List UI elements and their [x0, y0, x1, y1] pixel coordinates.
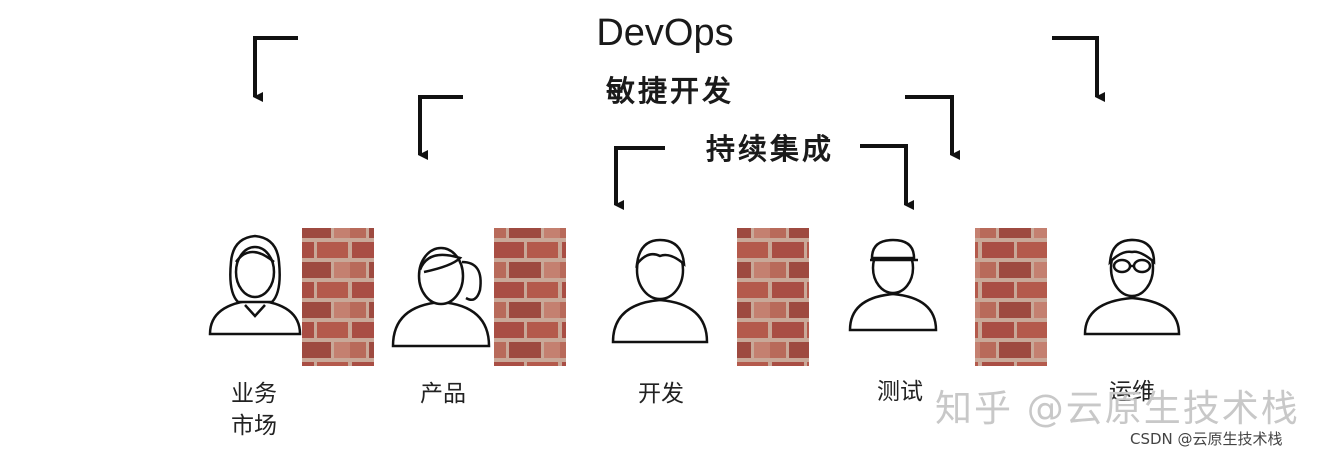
business-person-icon: [208, 234, 302, 336]
role-tester-label: 测试: [877, 379, 923, 405]
role-business-line1: 业务: [231, 381, 277, 407]
agile-right-arrow: [905, 95, 960, 160]
devops-left-arrow: [253, 36, 298, 102]
role-business-line2: 市场: [231, 413, 277, 439]
role-business-label: 业务 市场: [204, 378, 304, 442]
ci-right-arrow: [860, 144, 914, 210]
role-product-label: 产品: [420, 381, 466, 407]
role-ops-label: 运维: [1109, 379, 1155, 405]
operations-person-icon: [1083, 238, 1181, 336]
csdn-watermark: CSDN @云原生技术栈: [1130, 430, 1283, 448]
devops-right-arrow: [1052, 36, 1105, 102]
role-developer-label: 开发: [638, 381, 684, 407]
brick-wall-2: [494, 228, 566, 366]
ci-left-arrow: [614, 146, 665, 210]
agile-label: 敏捷开发: [605, 74, 734, 108]
brick-wall-3: [737, 228, 809, 366]
brick-wall-4: [975, 228, 1047, 366]
brick-wall-1: [302, 228, 374, 366]
agile-left-arrow: [418, 95, 463, 160]
developer-person-icon: [611, 238, 709, 344]
devops-title: DevOps: [596, 12, 734, 54]
tester-person-icon: [848, 238, 938, 332]
ci-label: 持续集成: [705, 132, 834, 166]
zhihu-watermark: 知乎 @云原生技术栈: [935, 387, 1300, 430]
product-person-icon: [391, 246, 491, 348]
